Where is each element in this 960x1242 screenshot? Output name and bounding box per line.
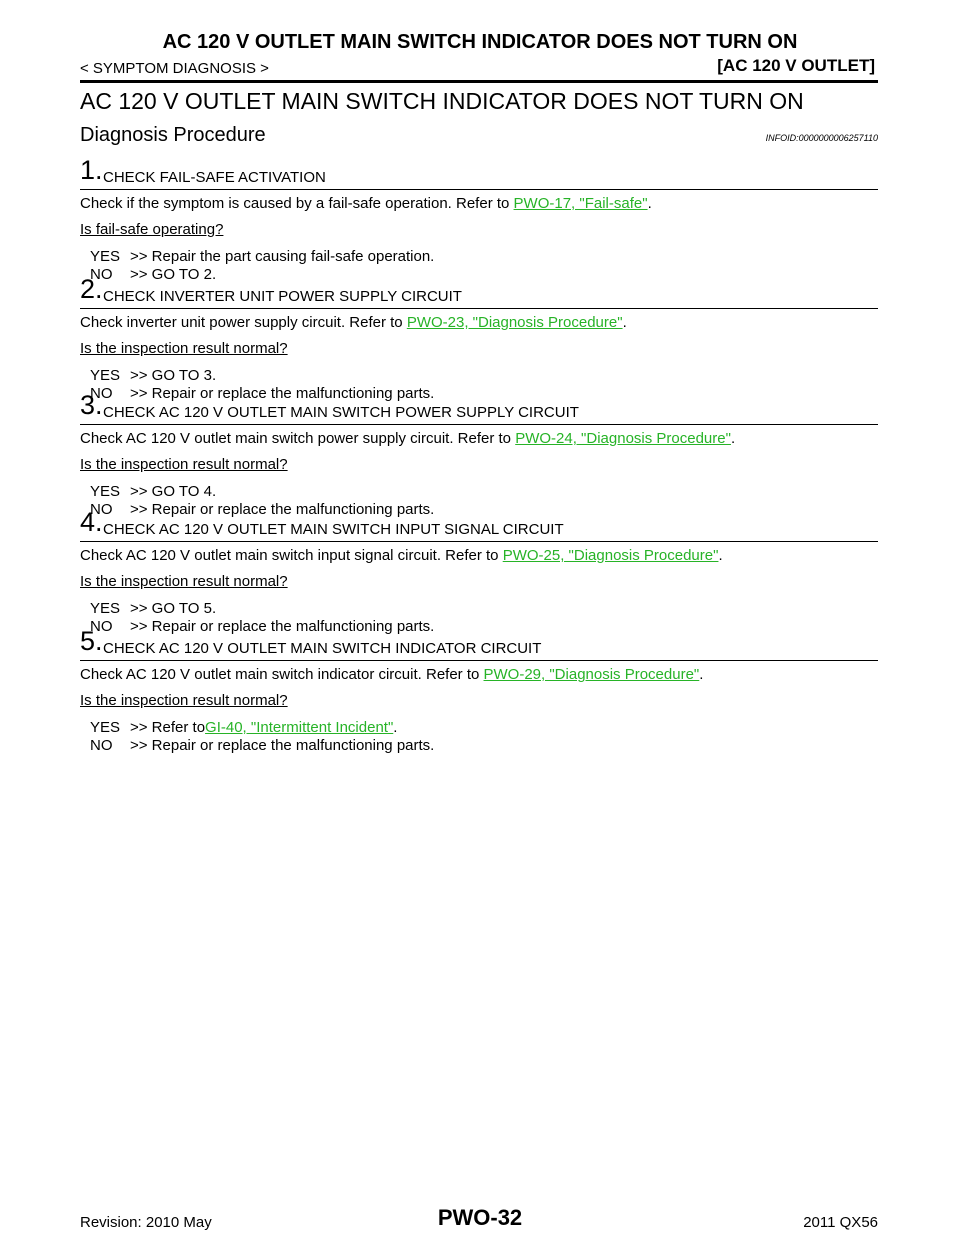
- answer-list: YES>> GO TO 3. NO>> Repair or replace th…: [90, 367, 878, 403]
- revision-label: Revision: 2010 May: [80, 1214, 212, 1231]
- reference-link[interactable]: PWO-29, "Diagnosis Procedure": [483, 666, 700, 683]
- step-5: 5. CHECK AC 120 V OUTLET MAIN SWITCH IND…: [80, 626, 878, 755]
- reference-link[interactable]: PWO-17, "Fail-safe": [513, 195, 648, 212]
- answer-no: NO>> Repair or replace the malfunctionin…: [90, 618, 435, 635]
- step-question: Is fail-safe operating?: [80, 221, 224, 238]
- step-number: 1.: [80, 155, 103, 185]
- step-number: 5.: [80, 626, 103, 656]
- answer-no: NO>> Repair or replace the malfunctionin…: [90, 385, 435, 402]
- step-instruction: Check AC 120 V outlet main switch power …: [80, 430, 736, 447]
- step-label: CHECK AC 120 V OUTLET MAIN SWITCH INDICA…: [103, 640, 542, 657]
- answer-list: YES>> GO TO 4. NO>> Repair or replace th…: [90, 483, 878, 519]
- step-header: 5. CHECK AC 120 V OUTLET MAIN SWITCH IND…: [80, 626, 878, 661]
- reference-link[interactable]: PWO-23, "Diagnosis Procedure": [406, 314, 623, 331]
- step-label: CHECK AC 120 V OUTLET MAIN SWITCH POWER …: [103, 404, 579, 421]
- answer-no: NO>> Repair or replace the malfunctionin…: [90, 501, 435, 518]
- step-question: Is the inspection result normal?: [80, 692, 288, 709]
- top-title: AC 120 V OUTLET MAIN SWITCH INDICATOR DO…: [162, 31, 798, 53]
- step-header: 1. CHECK FAIL-SAFE ACTIVATION: [80, 155, 878, 190]
- reference-link[interactable]: GI-40, "Intermittent Incident": [205, 719, 394, 736]
- reference-link[interactable]: PWO-24, "Diagnosis Procedure": [515, 430, 731, 447]
- answer-yes: YES>> GO TO 4.: [90, 483, 217, 500]
- reference-link[interactable]: PWO-25, "Diagnosis Procedure": [502, 547, 719, 564]
- section-tag: [AC 120 V OUTLET]: [717, 56, 875, 75]
- answer-yes: YES>> GO TO 5.: [90, 600, 217, 617]
- step-instruction: Check AC 120 V outlet main switch indica…: [80, 666, 704, 683]
- step-2: 2. CHECK INVERTER UNIT POWER SUPPLY CIRC…: [80, 274, 878, 403]
- breadcrumb: < SYMPTOM DIAGNOSIS >: [80, 60, 269, 77]
- answer-list: YES>> Refer to GI-40, "Intermittent Inci…: [90, 719, 878, 755]
- answer-yes: YES>> GO TO 3.: [90, 367, 217, 384]
- step-1: 1. CHECK FAIL-SAFE ACTIVATION Check if t…: [80, 155, 878, 284]
- header-rule: [80, 80, 878, 83]
- page-code: PWO-32: [437, 1205, 523, 1230]
- answer-no: NO>> GO TO 2.: [90, 266, 217, 283]
- step-3: 3. CHECK AC 120 V OUTLET MAIN SWITCH POW…: [80, 390, 878, 519]
- step-4: 4. CHECK AC 120 V OUTLET MAIN SWITCH INP…: [80, 507, 878, 636]
- step-question: Is the inspection result normal?: [80, 573, 288, 590]
- step-question: Is the inspection result normal?: [80, 340, 288, 357]
- answer-yes: YES>> Refer to GI-40, "Intermittent Inci…: [90, 719, 398, 736]
- section-subtitle: Diagnosis Procedure: [80, 124, 266, 146]
- step-question: Is the inspection result normal?: [80, 456, 288, 473]
- step-label: CHECK AC 120 V OUTLET MAIN SWITCH INPUT …: [103, 521, 564, 538]
- step-header: 3. CHECK AC 120 V OUTLET MAIN SWITCH POW…: [80, 390, 878, 425]
- step-number: 3.: [80, 390, 103, 420]
- page-title: AC 120 V OUTLET MAIN SWITCH INDICATOR DO…: [80, 88, 804, 114]
- answer-no: NO>> Repair or replace the malfunctionin…: [90, 737, 435, 754]
- step-header: 4. CHECK AC 120 V OUTLET MAIN SWITCH INP…: [80, 507, 878, 542]
- model-label: 2011 QX56: [803, 1214, 878, 1231]
- step-instruction: Check inverter unit power supply circuit…: [80, 314, 627, 331]
- step-number: 2.: [80, 274, 103, 304]
- step-label: CHECK FAIL-SAFE ACTIVATION: [103, 169, 326, 186]
- step-instruction: Check AC 120 V outlet main switch input …: [80, 547, 723, 564]
- info-id: INFOID:0000000006257110: [765, 133, 878, 143]
- step-number: 4.: [80, 507, 103, 537]
- answer-list: YES>> Repair the part causing fail-safe …: [90, 248, 878, 284]
- answer-list: YES>> GO TO 5. NO>> Repair or replace th…: [90, 600, 878, 636]
- answer-yes: YES>> Repair the part causing fail-safe …: [90, 248, 435, 265]
- step-instruction: Check if the symptom is caused by a fail…: [80, 195, 652, 212]
- step-label: CHECK INVERTER UNIT POWER SUPPLY CIRCUIT: [103, 288, 462, 305]
- step-header: 2. CHECK INVERTER UNIT POWER SUPPLY CIRC…: [80, 274, 878, 309]
